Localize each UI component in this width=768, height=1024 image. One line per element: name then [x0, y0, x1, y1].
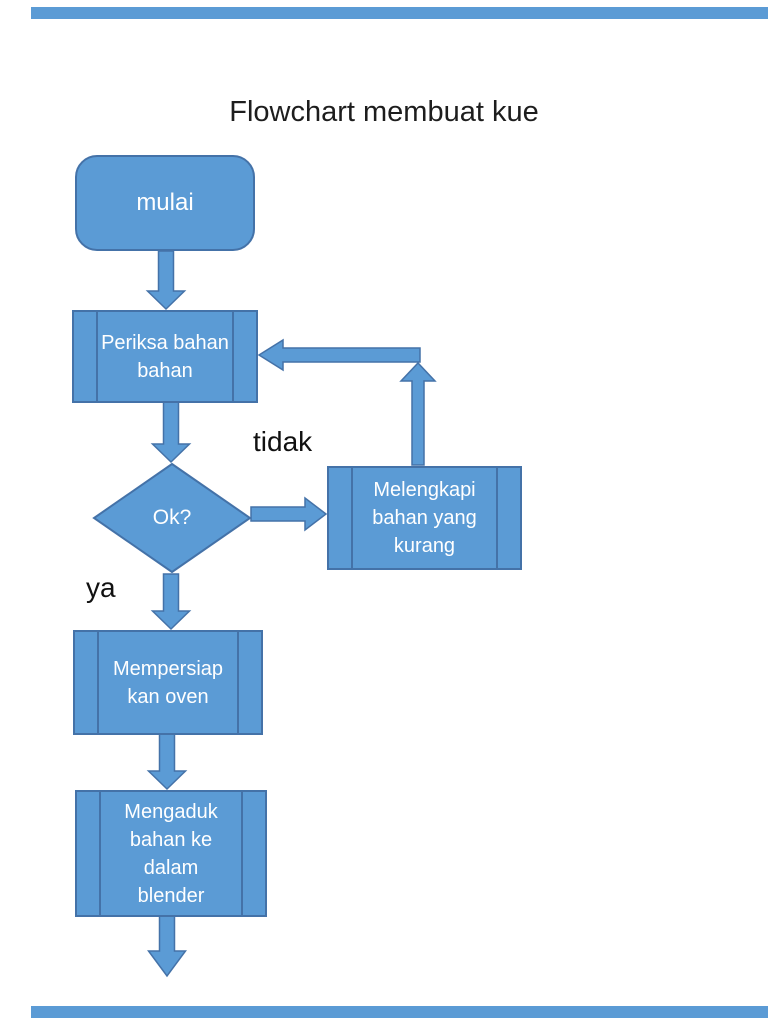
predefined-bar-left — [99, 792, 101, 915]
decision-ok: Ok? — [92, 462, 252, 574]
label-line: Melengkapi — [373, 479, 476, 501]
adjacent-page-edge-top — [31, 7, 768, 19]
label-line: bahan yang — [372, 507, 477, 529]
predefined-bar-right — [241, 792, 243, 915]
branch-label-yes: ya — [86, 572, 116, 603]
arrow-return-to-check — [257, 338, 421, 372]
arrow-complete-missing-up — [399, 361, 437, 466]
label-line: blender — [137, 884, 205, 907]
arrow-mix-to-next — [147, 915, 187, 978]
decision-diamond-shape — [92, 462, 252, 574]
predefined-bar-right — [232, 312, 234, 401]
predefined-bar-right — [496, 468, 498, 568]
predefined-bar-right — [237, 632, 239, 733]
label-line: dalam — [143, 856, 199, 879]
branch-label-no: tidak — [253, 426, 313, 457]
arrow-check-to-decision — [150, 401, 192, 464]
arrow-prepare-oven-to-mix — [146, 733, 188, 791]
terminator-start-label: mulai — [136, 189, 194, 216]
process-check-ingredients-label: Periksa bahan bahan — [101, 329, 229, 385]
page-title: Flowchart membuat kue — [229, 96, 539, 128]
label-line: kan oven — [127, 685, 209, 708]
label-line: Mempersiap — [112, 657, 224, 680]
label-line: bahan — [137, 359, 193, 382]
process-complete-missing: Melengkapi bahan yang kurang — [327, 466, 522, 570]
label-line: Mengaduk — [124, 800, 218, 823]
label-line: Periksa bahan — [101, 331, 229, 354]
terminator-start: mulai — [75, 155, 255, 251]
process-prepare-oven: Mempersiap kan oven — [73, 630, 263, 735]
process-complete-missing-label: Melengkapi bahan yang kurang — [372, 476, 477, 560]
adjacent-page-edge-bottom — [31, 1006, 768, 1018]
process-prepare-oven-label: Mempersiap kan oven — [113, 655, 223, 711]
process-mix-blender: Mengaduk bahan ke dalam blender — [75, 790, 267, 917]
predefined-bar-left — [96, 312, 98, 401]
arrow-decision-to-prepare-oven — [150, 573, 192, 631]
arrow-start-to-check — [145, 250, 187, 311]
label-line: bahan ke — [129, 828, 213, 851]
process-check-ingredients: Periksa bahan bahan — [72, 310, 258, 403]
decision-ok-label: Ok? — [152, 506, 192, 529]
process-mix-blender-label: Mengaduk bahan ke dalam blender — [124, 798, 217, 910]
predefined-bar-left — [351, 468, 353, 568]
predefined-bar-left — [97, 632, 99, 733]
label-line: kurang — [393, 535, 456, 557]
arrow-decision-to-complete-missing — [250, 496, 328, 532]
